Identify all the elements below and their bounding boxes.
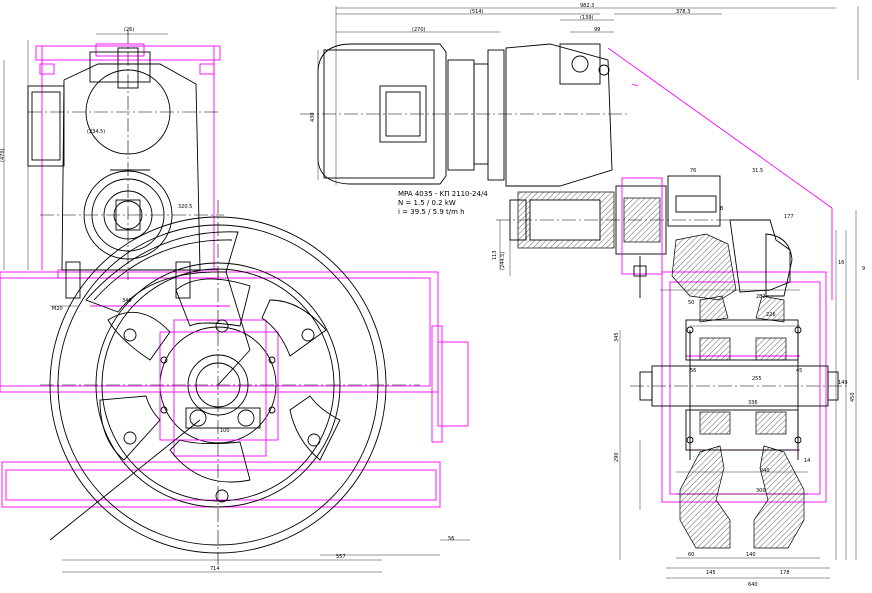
dim-140-label: 140 [746,552,756,558]
motor-spec-line3: i = 39.5 / 5.9 t/m h [398,208,465,216]
dim-76-label: 76 [690,168,696,174]
dim-45-label: 45 [796,368,802,374]
gearbox-body [27,30,224,299]
dim-226-label: 226 [766,312,776,318]
dim-139-label: (139) [580,15,593,21]
dim-255-label: 255 [752,376,762,382]
dim-overall-label: 982.3 [580,3,594,9]
dim-31-label: 31.5 [752,168,763,174]
dim-450-label: 450 [850,392,856,402]
motor-spec-line2: N = 1.5 / 0.2 kW [398,199,456,207]
dim-345-label: 345 [614,332,620,342]
dim-m20-label: M20 [52,306,63,312]
dim-145-label: 145 [706,570,716,576]
dim-50-label: 50 [688,300,694,306]
left-dimensions: (470) (26) (234.5) 320.5 340 M20 714 557… [0,27,470,573]
frame-rails [0,271,469,508]
dim-177-label: 177 [784,214,794,220]
dim-113-label: 113 [492,250,498,260]
dim-336-label: 336 [748,400,758,406]
dim-514-label: (514) [470,9,483,15]
wheel [40,200,420,565]
dim-14-label: 14 [804,458,810,464]
dim-motor-height: 430 [310,112,316,122]
dim-99-label: 99 [594,27,600,33]
dim-height-label: (470) [0,149,6,162]
dim-714-label: 714 [210,566,220,572]
dim-9-label: 9 [862,266,865,272]
dim-149-label: 149 [838,380,848,386]
section-view: 76 31.5 177 8 16 226 50 282 56 45 255 33… [492,168,865,588]
dim-557-label: 557 [336,554,346,560]
dim-100-label: 100 [220,428,230,434]
dim-282-label: 282 [756,294,766,300]
motor-view: 982.3 (514) (139) 378.3 (270) 99 430 MPA… [300,3,859,300]
dim-340-label: 340 [122,298,132,304]
dim-640-label: 640 [748,582,758,588]
dim-60-label: 60 [688,552,694,558]
dim-270-label: (270) [412,27,425,33]
dim-244-label: (244.5) [500,252,506,270]
dim-56-label: 56 [448,536,454,542]
dim-56b-label: 56 [690,368,696,374]
motor-spec-line1: MPA 4035 - KП 2110-24/4 [398,190,488,198]
dim-8-label: 8 [720,206,723,212]
dim-320-label: 320.5 [178,204,192,210]
dim-16-label: 16 [838,260,844,266]
dim-240-label: 240 [760,468,770,474]
dim-290-label: 290 [614,452,620,462]
dim-378-label: 378.3 [676,9,690,15]
dim-178-label: 178 [780,570,790,576]
left-view: (470) (26) (234.5) 320.5 340 M20 714 557… [0,27,470,573]
dim-26-label: (26) [124,27,134,33]
dim-234-label: (234.5) [87,129,105,135]
dim-282b-label: 300 [756,488,766,494]
